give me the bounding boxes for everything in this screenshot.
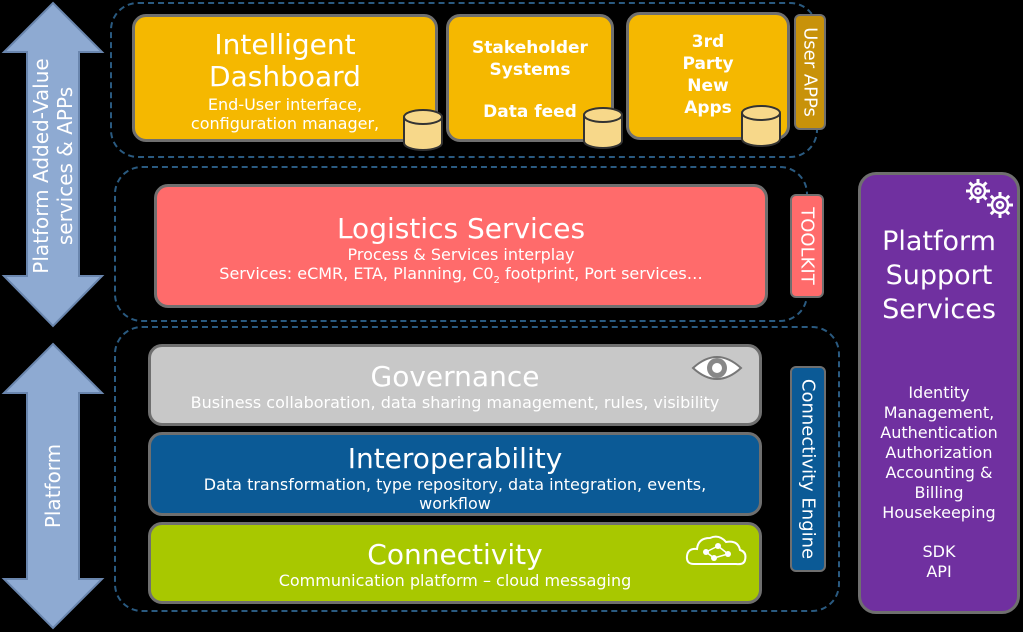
top-arrow-label-line2: services & APPs — [53, 86, 77, 246]
database-icon — [403, 109, 443, 151]
connectivity-engine-tab: Connectivity Engine — [790, 366, 826, 572]
dashboard-sub-line1: End-User interface, — [207, 95, 363, 114]
support-api: API — [926, 562, 952, 581]
interoperability-box: Interoperability Data transformation, ty… — [148, 432, 762, 516]
support-item: Identity — [908, 383, 970, 402]
database-icon — [583, 107, 623, 149]
bottom-double-arrow — [1, 342, 105, 630]
support-item: Authorization — [885, 443, 993, 462]
third-party-line2: Party — [682, 54, 734, 74]
support-sdk: SDK — [922, 542, 956, 561]
dashboard-title-line1: Intelligent — [214, 28, 356, 61]
logistics-sub-line1: Process & Services interplay — [347, 245, 575, 264]
database-icon — [741, 105, 781, 147]
support-title-line2: Support — [885, 260, 993, 291]
support-item: Accounting & — [885, 463, 993, 482]
stakeholder-title-line1: Stakeholder — [472, 38, 588, 58]
engine-group — [114, 326, 840, 612]
stakeholder-title-line2: Systems — [489, 60, 571, 80]
intelligent-dashboard-box: Intelligent Dashboard End-User interface… — [132, 14, 438, 142]
bottom-arrow-label: Platform — [41, 443, 65, 529]
user-apps-tab: User APPs — [794, 14, 826, 130]
connectivity-title: Connectivity — [367, 538, 543, 571]
support-items: Identity Management, Authentication Auth… — [861, 383, 1017, 523]
support-item: Housekeeping — [882, 503, 996, 522]
support-item: Authentication — [880, 423, 998, 442]
third-party-line4: Apps — [684, 98, 732, 118]
connectivity-sub: Communication platform – cloud messaging — [278, 571, 632, 590]
support-item: Billing — [914, 483, 964, 502]
cloud-network-icon — [685, 535, 747, 566]
logistics-services-box: Logistics Services Process & Services in… — [154, 184, 768, 308]
toolkit-tab: TOOLKIT — [790, 194, 824, 298]
connectivity-engine-tab-label: Connectivity Engine — [797, 378, 819, 560]
third-party-line1: 3rd — [691, 32, 725, 52]
interoperability-sub-line2: workflow — [419, 494, 491, 513]
dashboard-title-line2: Dashboard — [209, 60, 361, 93]
interoperability-sub-line1: Data transformation, type repository, da… — [203, 475, 707, 494]
top-double-arrow — [1, 1, 105, 328]
user-apps-tab-label: User APPs — [799, 27, 821, 117]
eye-icon — [691, 356, 743, 380]
connectivity-box: Connectivity Communication platform – cl… — [148, 522, 762, 604]
governance-sub: Business collaboration, data sharing man… — [190, 393, 720, 412]
gears-icon — [966, 179, 1013, 218]
top-arrow-label-line1: Platform Added-Value — [29, 58, 53, 274]
toolkit-tab-label: TOOLKIT — [796, 207, 818, 285]
support-title-line3: Services — [882, 294, 996, 325]
third-party-line3: New — [687, 76, 729, 96]
interoperability-title: Interoperability — [347, 442, 563, 475]
logistics-title: Logistics Services — [336, 212, 586, 245]
left-arrows — [1, 1, 105, 630]
top-arrow-label: Platform Added-Value services & APPs — [29, 58, 77, 273]
governance-box: Governance Business collaboration, data … — [148, 344, 762, 426]
stakeholder-sub: Data feed — [483, 102, 577, 122]
governance-title: Governance — [370, 360, 540, 393]
dashboard-sub-line2: configuration manager, — [190, 114, 380, 133]
logistics-sub-line2: Services: eCMR, ETA, Planning, C02 footp… — [219, 264, 703, 287]
platform-support-services-box: Platform Support Services Identity Manag… — [858, 172, 1020, 614]
support-title-line1: Platform — [882, 226, 996, 257]
support-item: Management, — [883, 403, 995, 422]
